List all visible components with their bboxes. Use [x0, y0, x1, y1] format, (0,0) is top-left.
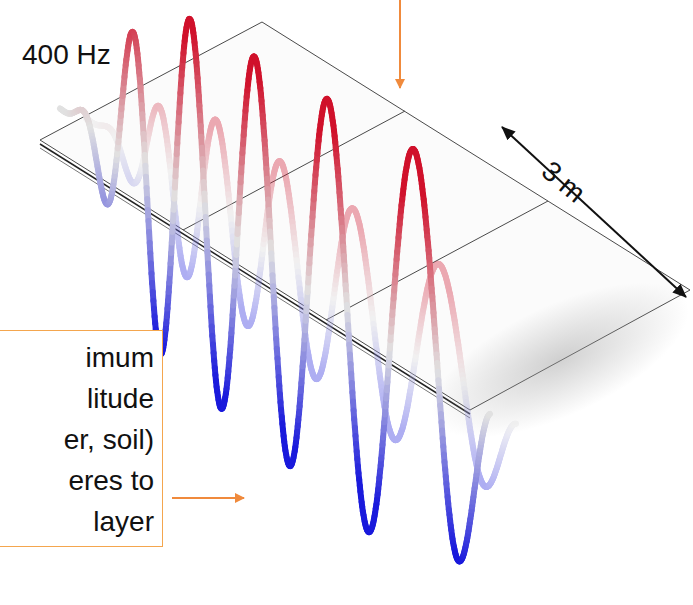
- wave-segment: [512, 421, 519, 427]
- frequency-label: 400 Hz: [22, 38, 111, 72]
- shadow: [410, 251, 693, 469]
- wave-segment: [486, 411, 493, 417]
- wave-segment: [509, 423, 516, 430]
- dimension-arrow: [502, 127, 686, 297]
- plate-divider: [183, 111, 405, 230]
- wave-segment: [486, 411, 493, 418]
- pointer-arrow: [399, 0, 401, 88]
- wave-segment: [511, 421, 518, 427]
- callout-text: imum litude er, soil) eres to layer: [0, 337, 154, 542]
- wave-segment: [509, 422, 516, 429]
- callout-box: imum litude er, soil) eres to layer: [0, 330, 163, 547]
- plate-divider: [326, 201, 548, 320]
- wave-segment: [510, 422, 517, 429]
- wave-segment: [512, 421, 519, 427]
- wave-segment: [485, 412, 492, 419]
- wave-segment: [511, 421, 518, 427]
- pointer-arrow: [172, 497, 244, 499]
